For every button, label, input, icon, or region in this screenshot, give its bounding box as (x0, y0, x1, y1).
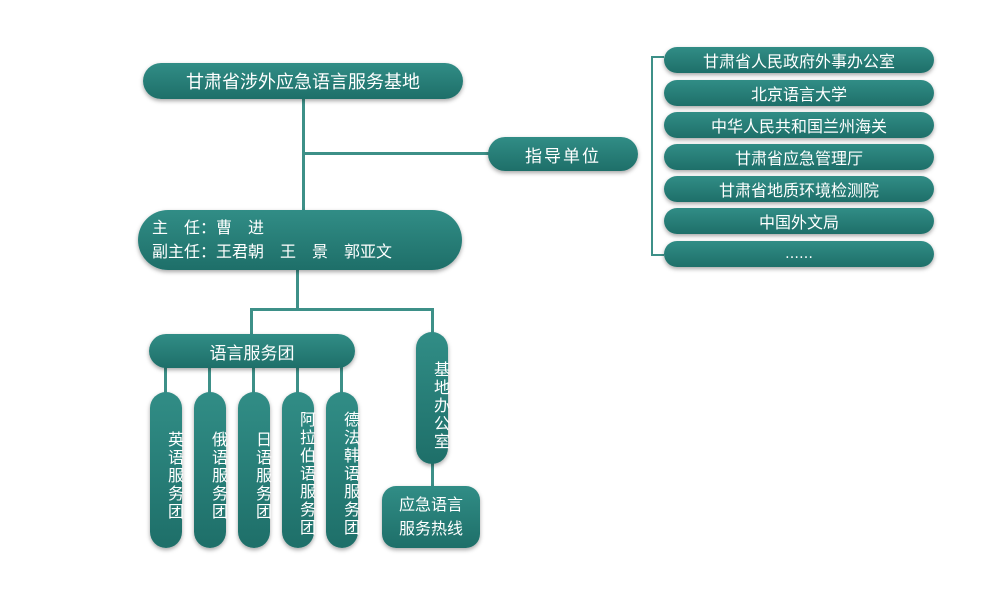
connector-team-2 (208, 366, 211, 394)
connector-office-hotline (431, 462, 434, 490)
deputy-row: 副主任：王君朝 王 景 郭亚文 (152, 240, 462, 264)
guidance-label-node: 指导单位 (488, 137, 638, 171)
connector-lower-horizontal (250, 308, 434, 311)
office-label: 基地办公室 (431, 361, 450, 451)
guidance-unit-label: 甘肃省人民政府外事办公室 (702, 52, 895, 71)
service-corps-node: 语言服务团 (149, 334, 355, 368)
guidance-unit: …… (664, 241, 934, 267)
connector-guidance-bracket-bottom (651, 254, 664, 256)
guidance-label: 指导单位 (525, 146, 601, 167)
hotline-line-1: 应急语言 (398, 495, 463, 514)
deputy-label: 副主任： (152, 242, 217, 261)
connector-guidance-bracket-top (651, 56, 664, 58)
guidance-unit: 甘肃省地质环境检测院 (664, 176, 934, 202)
guidance-unit-label: …… (785, 246, 813, 262)
connector-team-1 (164, 366, 167, 394)
service-corps-label: 语言服务团 (209, 343, 295, 364)
team-node: 俄语服务团 (194, 392, 228, 548)
team-node: 英语服务团 (150, 392, 184, 548)
team-label: 阿拉伯语服务团 (297, 411, 316, 537)
deputy-names: 王君朝 王 景 郭亚文 (216, 242, 393, 261)
guidance-unit: 甘肃省应急管理厅 (664, 144, 934, 170)
connector-guidance-branch (302, 152, 492, 155)
team-label: 俄语服务团 (209, 431, 228, 521)
director-label: 主 任： (152, 218, 217, 237)
director-name: 曹 进 (216, 218, 265, 237)
base-title-node: 甘肃省涉外应急语言服务基地 (143, 63, 463, 99)
team-node: 阿拉伯语服务团 (282, 392, 316, 548)
connector-to-service-corps (250, 308, 253, 336)
leadership-node: 主 任：曹 进 副主任：王君朝 王 景 郭亚文 (138, 210, 462, 270)
guidance-unit: 北京语言大学 (664, 80, 934, 106)
guidance-unit: 中国外文局 (664, 208, 934, 234)
hotline-line-2: 服务热线 (398, 519, 463, 538)
team-node: 德法韩语服务团 (326, 392, 360, 548)
connector-leadership-trunk (296, 268, 299, 310)
guidance-unit: 中华人民共和国兰州海关 (664, 112, 934, 138)
guidance-unit-label: 甘肃省地质环境检测院 (718, 181, 879, 200)
connector-guidance-bracket-vertical (651, 56, 653, 256)
connector-to-office (431, 308, 434, 334)
guidance-unit-label: 北京语言大学 (750, 85, 847, 104)
team-label: 英语服务团 (165, 431, 184, 521)
guidance-unit: 甘肃省人民政府外事办公室 (664, 47, 934, 73)
hotline-node: 应急语言 服务热线 (382, 486, 480, 548)
connector-team-3 (252, 366, 255, 394)
director-row: 主 任：曹 进 (152, 216, 462, 240)
guidance-unit-label: 中国外文局 (758, 213, 839, 232)
team-label: 德法韩语服务团 (341, 411, 360, 537)
base-title: 甘肃省涉外应急语言服务基地 (186, 72, 420, 93)
team-node: 日语服务团 (238, 392, 272, 548)
guidance-unit-label: 甘肃省应急管理厅 (734, 149, 863, 168)
connector-team-4 (296, 366, 299, 394)
office-node: 基地办公室 (416, 332, 450, 464)
team-label: 日语服务团 (253, 431, 272, 521)
connector-team-5 (340, 366, 343, 394)
guidance-unit-label: 中华人民共和国兰州海关 (710, 117, 887, 136)
